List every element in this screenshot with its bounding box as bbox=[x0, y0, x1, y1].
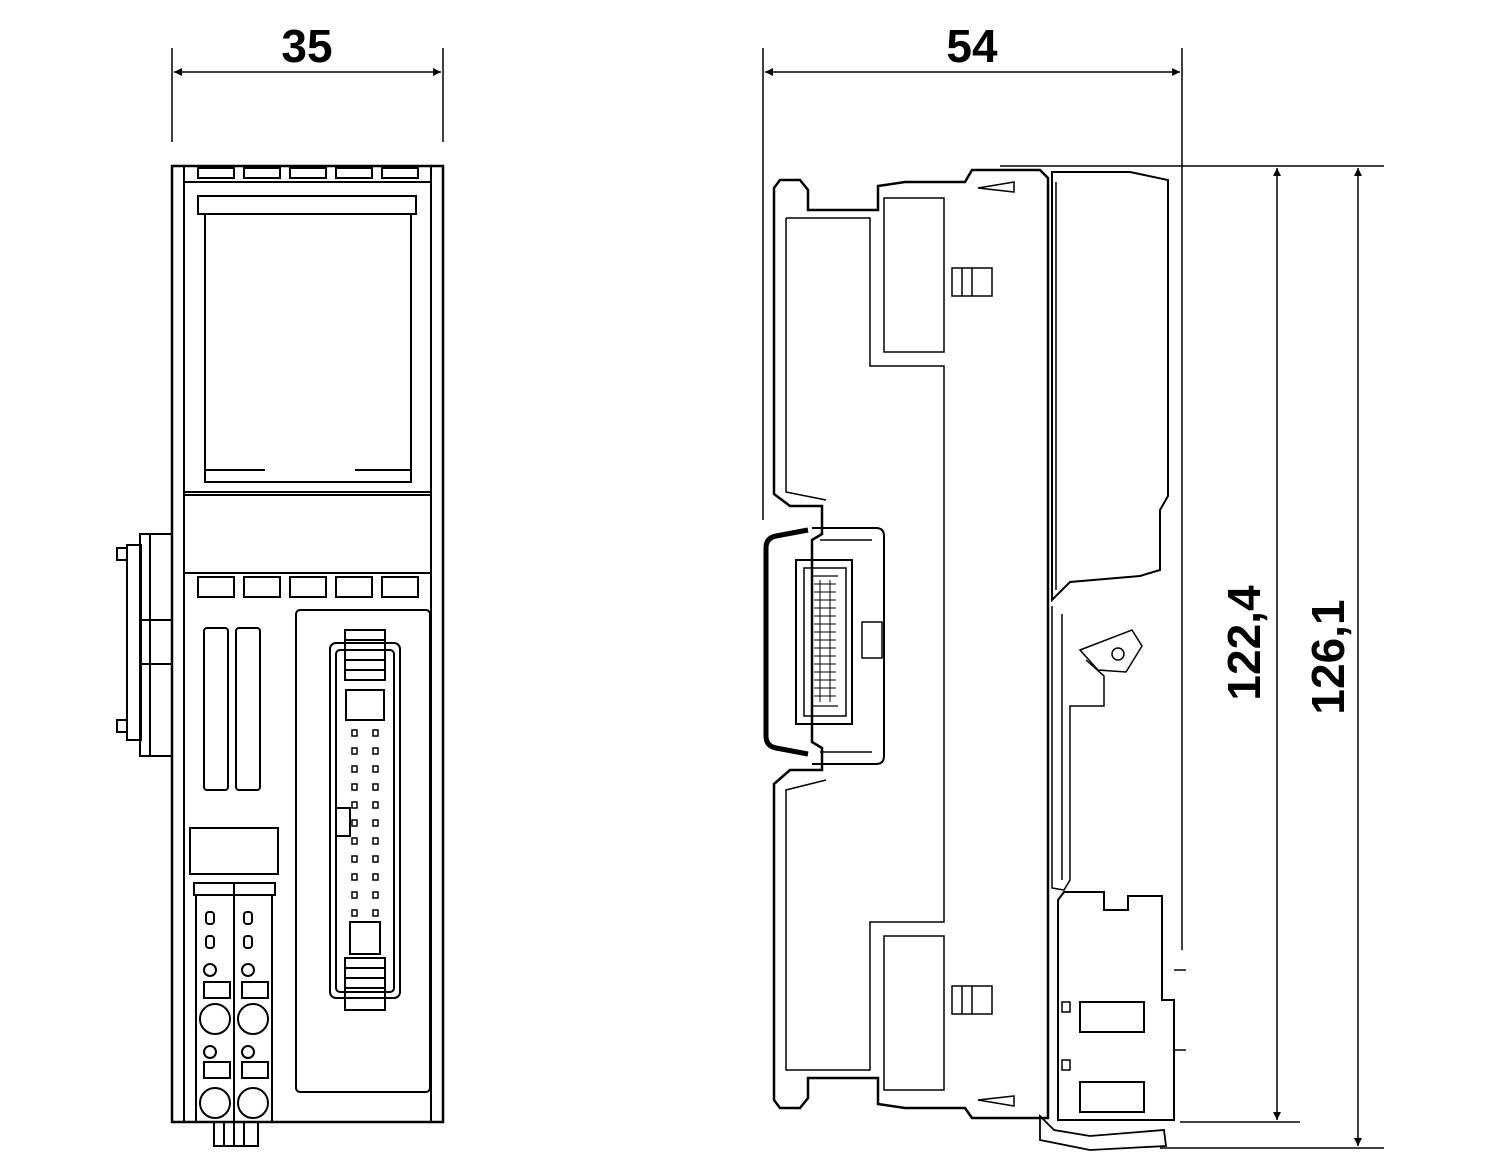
dimension-height-126-1 bbox=[1160, 168, 1384, 1149]
side-rail-connector bbox=[795, 527, 885, 765]
dimension-depth-54 bbox=[762, 48, 1183, 950]
front-top-tabs bbox=[197, 167, 419, 179]
front-housing bbox=[170, 164, 445, 1124]
front-terminals bbox=[193, 882, 276, 1123]
front-marker-label bbox=[189, 827, 279, 875]
front-led-slots bbox=[203, 627, 261, 791]
label-height-122-4: 122,4 bbox=[1218, 585, 1270, 701]
dimension-width-35 bbox=[171, 48, 444, 142]
label-width-35: 35 bbox=[281, 20, 332, 72]
dimension-height-122-4 bbox=[1000, 165, 1384, 1123]
front-view bbox=[116, 48, 445, 1147]
label-depth-54: 54 bbox=[946, 20, 998, 72]
front-ribbon-connector bbox=[295, 609, 431, 1093]
side-electronics-module bbox=[1039, 171, 1186, 1151]
side-base-profile bbox=[772, 168, 1050, 1120]
side-view bbox=[762, 48, 1384, 1151]
dimension-labels: 35 54 122,4 126,1 bbox=[281, 20, 1354, 715]
side-din-rail bbox=[763, 527, 809, 757]
label-height-126-1: 126,1 bbox=[1302, 599, 1354, 714]
front-label-window bbox=[183, 181, 432, 574]
front-mid-tabs bbox=[197, 576, 419, 598]
front-bottom-latch bbox=[213, 1121, 259, 1147]
front-din-clip bbox=[116, 533, 173, 757]
